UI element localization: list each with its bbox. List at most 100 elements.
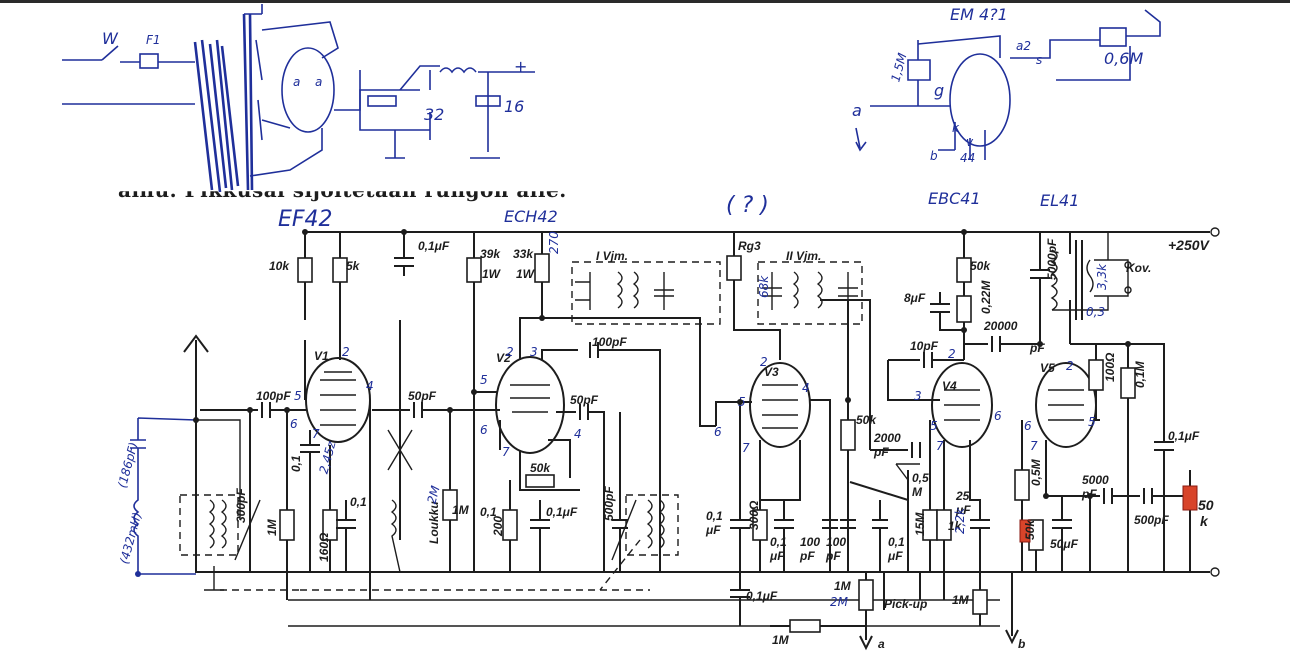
c-100pf-x2-label: pF [799, 549, 815, 563]
pin-44-label: 44 [960, 151, 975, 165]
el41-label: EL41 [1040, 191, 1079, 210]
volume-pot-icon [1182, 485, 1198, 511]
terminal-a-label: a [878, 637, 885, 651]
c-01uf-bottom-label: 0,1μF [746, 589, 778, 603]
pin-7-v2: 7 [502, 445, 510, 459]
em4x-label: EM 4?1 [950, 5, 1008, 24]
r-33k-label: 33k [513, 247, 534, 261]
c-03-note: 0,3 [1086, 305, 1105, 319]
node-b-note: b [930, 149, 938, 163]
c-500pf-end-label: 500pF [1134, 513, 1169, 527]
cap-186-note: (186pF) [115, 441, 141, 490]
c-5000pf-top-label: 5000pF [1045, 238, 1059, 280]
handdrawn-tuning-eye [855, 9, 1161, 160]
c-2m-note: 2M [830, 595, 849, 609]
r-68k-note: 68k [757, 275, 771, 298]
pin-6-v3: 6 [714, 425, 722, 439]
c-01uf-e-label: 0,1 [888, 535, 905, 549]
c-01uf-c-label: 0,1 [706, 509, 723, 523]
r-06m-label: 0,6M [1104, 49, 1143, 68]
pin-7-v4: 7 [936, 439, 944, 453]
r-01m-label: 0,1M [1133, 360, 1147, 388]
pin-5-v4: 5 [930, 419, 938, 433]
r-1m-bot-label: 1M [772, 633, 790, 647]
pin-2-v1: 2 [342, 345, 350, 359]
c-01-v1-label: 0,1 [289, 455, 303, 472]
r-200-label: 200 [491, 516, 505, 537]
ef42-label: EF42 [278, 207, 333, 232]
coil-432-note: (432mH) [117, 511, 144, 566]
if2-label: II Vjm. [786, 249, 821, 263]
r-39k-label: 39k [480, 247, 501, 261]
c-100pf-x-label: 100 [800, 535, 820, 549]
v5-label: V5 [1040, 361, 1055, 375]
v2-stage [220, 232, 721, 591]
antenna-input [130, 334, 261, 591]
c-01uf-d-label: 0,1 [770, 535, 787, 549]
pin-2-v2: 2 [506, 345, 514, 359]
r-05m-label: 0,5M [1029, 458, 1043, 486]
c-500pf-osc-label: 500pF [602, 486, 616, 521]
pin-5-v1: 5 [294, 389, 302, 403]
cap-32-label: 32 [424, 105, 444, 124]
tube-a-label: a [293, 75, 300, 89]
r-50k-osc-label: 50k [530, 461, 551, 475]
r-2k2-note: 2,2k [953, 507, 967, 534]
r-1m-b-label: 1M [452, 503, 470, 517]
if-transformer-1 [571, 261, 721, 325]
r-1m-c-label: 1M [952, 593, 970, 607]
loukku-label: Loukku [427, 501, 441, 544]
pin-6-v1: 6 [290, 417, 298, 431]
top-border [0, 0, 1290, 3]
c-2000pf-label: 2000 [873, 431, 901, 445]
ebc41-label: EBC41 [928, 189, 981, 208]
r-50k-mid-label: 50k [856, 413, 877, 427]
pin-6-v2: 6 [480, 423, 488, 437]
v2-tube-icon [495, 356, 565, 454]
c-8uf-label: 8μF [904, 291, 926, 305]
c-100pf-y-label: 100 [826, 535, 846, 549]
question-label: ( ? ) [726, 193, 769, 218]
c-100pf-osc-label: 100pF [592, 335, 627, 349]
switch-label: W [102, 29, 119, 48]
c-10pf-label: 10pF [910, 339, 939, 353]
c-01uf-c2-label: μF [705, 523, 721, 537]
v4-stage [849, 232, 1040, 626]
v3-stage [715, 232, 874, 651]
pot-05m-u-label: M [912, 485, 923, 499]
pin-5-v5: 5 [1088, 415, 1096, 429]
pin-4-v2: 4 [574, 427, 582, 441]
node-a-note: a [852, 101, 862, 120]
v3-label: V3 [764, 365, 779, 379]
pin-7-v1: 7 [312, 427, 320, 441]
handdrawn-power-supply [62, 4, 535, 193]
terminal-b-label: b [1018, 637, 1025, 651]
c-01uf-e2-label: μF [887, 549, 903, 563]
r-50k-top-label: 50k [970, 259, 991, 273]
pin-2-v4: 2 [948, 347, 956, 361]
pin-2-v5: 2 [1066, 359, 1074, 373]
c-01uf-top-label: 0,1μF [418, 239, 450, 253]
k-label: k [952, 121, 960, 135]
pin-6-v5: 6 [1024, 419, 1032, 433]
plus-label: + [514, 57, 527, 76]
grid-g-label: g [934, 81, 944, 100]
clipped-caption: ainu. Pikkusai sijoitetaan rungon alle. [118, 178, 567, 202]
pot-50k-u-label: k [1200, 513, 1209, 529]
speaker-label: Kov. [1126, 261, 1151, 275]
c-50pf-a-label: 50pF [408, 389, 437, 403]
pin-6-v4: 6 [994, 409, 1002, 423]
pin-3-v4: 3 [914, 389, 922, 403]
v5-stage [1005, 232, 1198, 645]
r-022m-label: 0,22M [979, 280, 993, 314]
rectifier-tube-icon [281, 47, 335, 133]
r-5k-label: 5k [346, 259, 361, 273]
r-270-note: 270 [547, 231, 561, 254]
pin-7-v3: 7 [742, 441, 750, 455]
supply-rails [195, 227, 1220, 627]
pin-4-v3: 4 [802, 381, 810, 395]
cap-16-label: 16 [504, 97, 524, 116]
r-100-label: 100Ω [1103, 352, 1117, 382]
